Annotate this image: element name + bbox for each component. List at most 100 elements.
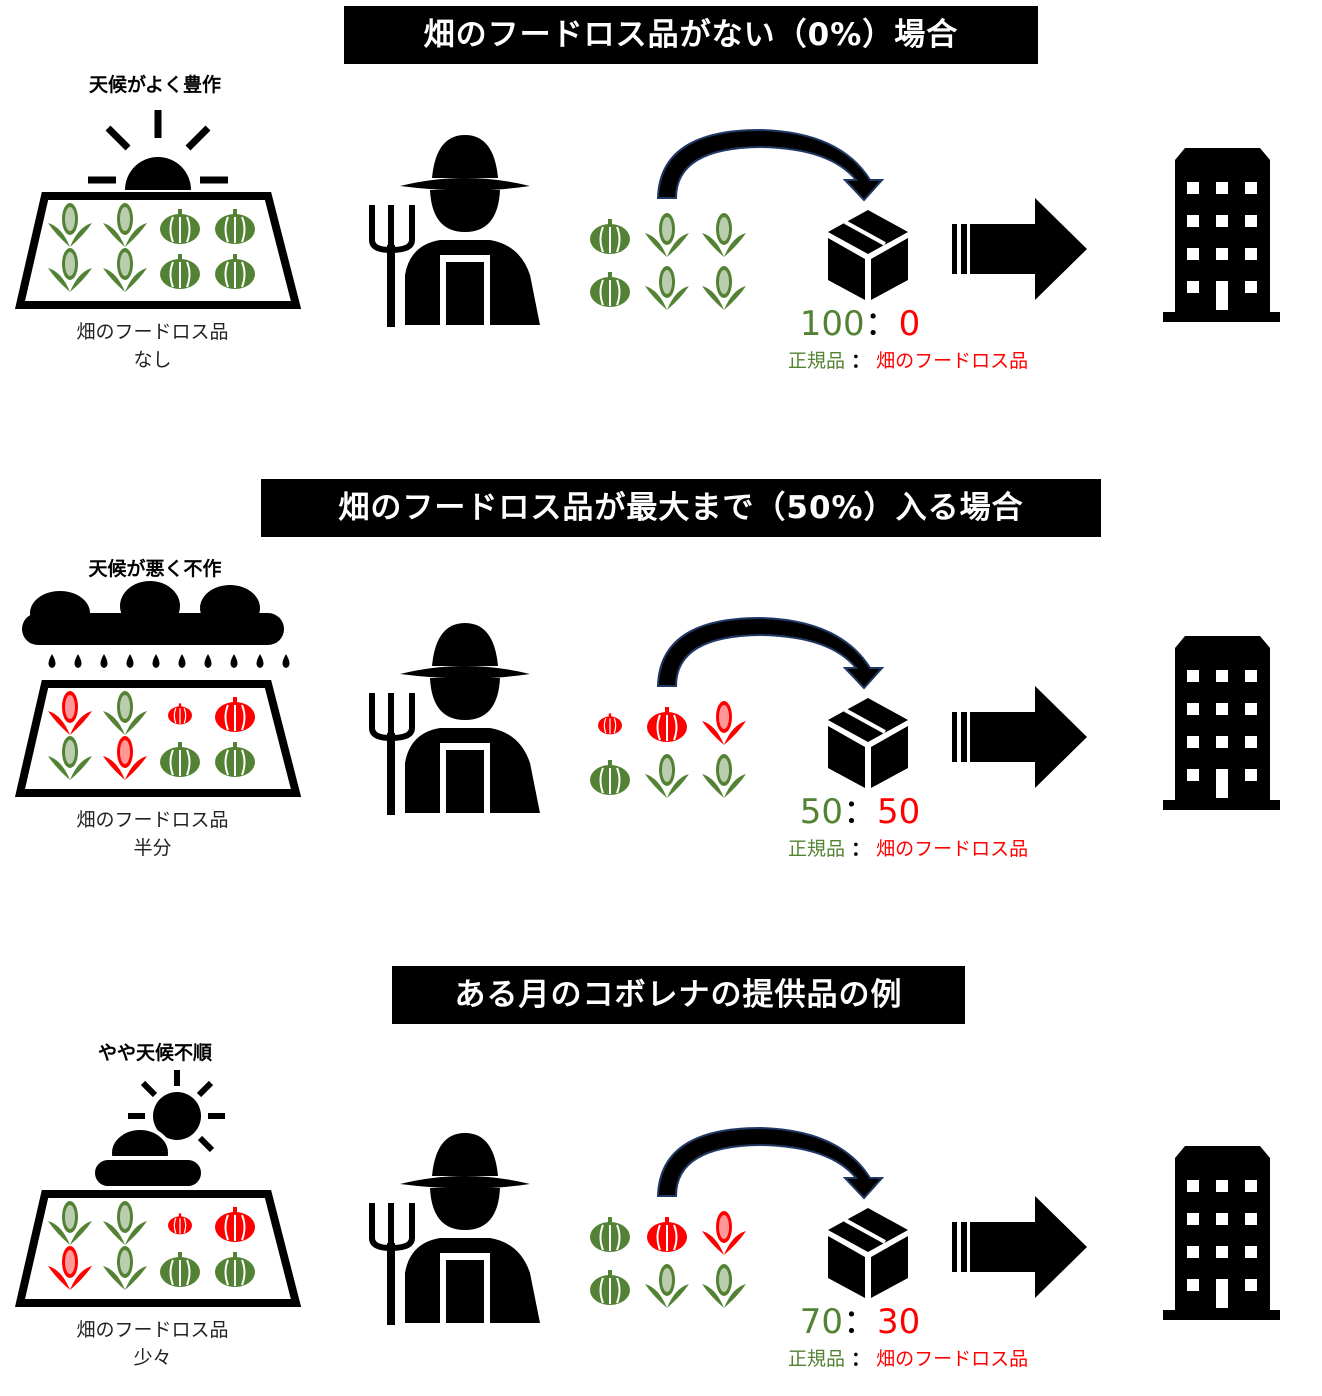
field-caption: 畑のフードロス品なし [30, 318, 275, 374]
pumpkin-icon [215, 1207, 255, 1242]
right-arrow-icon [952, 686, 1087, 788]
pumpkin-icon [215, 697, 255, 732]
sun-behind-cloud-icon [91, 1070, 225, 1190]
pumpkin-icon [647, 1217, 687, 1252]
corn-icon [48, 1201, 92, 1245]
ratio-legend: 正規品 ： 畑のフードロス品 [788, 1344, 1028, 1371]
corn-icon [48, 1246, 92, 1290]
curved-arrow-icon [656, 616, 885, 690]
corn-icon [702, 266, 746, 310]
corn-icon [645, 754, 689, 798]
pumpkin-icon [590, 219, 630, 254]
pumpkin-icon [590, 272, 630, 307]
label-loss: 畑のフードロス品 [876, 838, 1029, 860]
corn-icon [48, 736, 92, 780]
corn-icon [645, 266, 689, 310]
corn-icon [48, 248, 92, 292]
scenario-title: 畑のフードロス品が最大まで（50%）入る場合 [261, 479, 1101, 537]
farmer-icon [369, 135, 540, 327]
weather-label: 天候がよく豊作 [88, 74, 222, 96]
box-icon [828, 210, 908, 300]
corn-icon [103, 691, 147, 735]
pumpkin-icon [168, 1213, 192, 1235]
ratio: 70：30 [780, 1294, 940, 1343]
field-icon [14, 192, 302, 309]
weather-label: やや天候不順 [97, 1042, 212, 1064]
corn-icon [103, 1246, 147, 1290]
pumpkin-icon [160, 1252, 200, 1287]
label-separator: ： [851, 1348, 871, 1370]
ratio-loss: 0 [898, 304, 921, 344]
building-icon [1163, 636, 1280, 810]
corn-icon [702, 213, 746, 257]
weather-label: 天候が悪く不作 [88, 558, 222, 580]
ratio: 100：0 [780, 296, 940, 345]
field-caption-line: 半分 [133, 837, 172, 859]
field-caption-line: 畑のフードロス品 [76, 1319, 229, 1341]
pumpkin-icon [160, 209, 200, 244]
ratio-legend: 正規品 ： 畑のフードロス品 [788, 346, 1028, 373]
label-normal: 正規品 [788, 350, 846, 372]
ratio-legend: 正規品 ： 畑のフードロス品 [788, 834, 1028, 861]
pumpkin-icon [215, 742, 255, 777]
scenario-section: ある月のコボレナの提供品の例 やや天候不順 畑のフードロス品少々 70：30 正… [0, 966, 1322, 1396]
pumpkin-icon [160, 742, 200, 777]
corn-icon [702, 754, 746, 798]
label-normal: 正規品 [788, 838, 846, 860]
field-caption: 畑のフードロス品半分 [30, 806, 275, 862]
pumpkin-icon [160, 254, 200, 289]
pumpkin-icon [168, 703, 192, 725]
label-separator: ： [851, 838, 871, 860]
corn-icon [103, 203, 147, 247]
pumpkin-icon [590, 1217, 630, 1252]
building-icon [1163, 148, 1280, 322]
corn-icon [103, 1201, 147, 1245]
sun-icon [88, 110, 228, 190]
scenario-section: 畑のフードロス品がない（0%）場合 天候がよく豊作 畑のフードロス品なし 100… [0, 0, 1322, 398]
scenario-section: 畑のフードロス品が最大まで（50%）入る場合 天候が悪く不作 畑のフードロス品半… [0, 479, 1322, 886]
ratio-separator: ： [864, 304, 899, 344]
box-icon [828, 698, 908, 788]
ratio-separator: ： [843, 1302, 877, 1342]
label-loss: 畑のフードロス品 [876, 350, 1029, 372]
pumpkin-icon [647, 707, 687, 742]
field-caption-line: 畑のフードロス品 [76, 321, 229, 343]
field-caption-line: なし [133, 349, 172, 371]
corn-icon [702, 1211, 746, 1255]
scenario-title: 畑のフードロス品がない（0%）場合 [344, 6, 1038, 64]
corn-icon [48, 691, 92, 735]
pumpkin-icon [590, 1270, 630, 1305]
right-arrow-icon [952, 198, 1087, 300]
corn-icon [645, 213, 689, 257]
corn-icon [103, 248, 147, 292]
curved-arrow-icon [656, 128, 885, 202]
building-icon [1163, 1146, 1280, 1320]
corn-icon [103, 736, 147, 780]
pumpkin-icon [215, 1252, 255, 1287]
field-caption-line: 畑のフードロス品 [76, 809, 229, 831]
curved-arrow-icon [656, 1126, 885, 1200]
ratio-normal: 50 [799, 792, 843, 832]
pumpkin-icon [598, 713, 622, 735]
farmer-icon [369, 623, 540, 815]
ratio-loss: 50 [877, 792, 921, 832]
ratio-normal: 100 [799, 304, 865, 344]
ratio-loss: 30 [877, 1302, 921, 1342]
rain-cloud-icon [22, 581, 290, 668]
corn-icon [645, 1264, 689, 1308]
pumpkin-icon [590, 760, 630, 795]
label-separator: ： [851, 350, 871, 372]
box-icon [828, 1208, 908, 1298]
ratio-normal: 70 [799, 1302, 843, 1342]
field-icon [14, 680, 302, 797]
corn-icon [702, 701, 746, 745]
corn-icon [48, 203, 92, 247]
pumpkin-icon [215, 209, 255, 244]
corn-icon [702, 1264, 746, 1308]
field-icon [14, 1190, 302, 1307]
field-caption: 畑のフードロス品少々 [30, 1316, 275, 1372]
field-caption-line: 少々 [133, 1347, 172, 1369]
scenario-title: ある月のコボレナの提供品の例 [392, 966, 965, 1024]
farmer-icon [369, 1133, 540, 1325]
